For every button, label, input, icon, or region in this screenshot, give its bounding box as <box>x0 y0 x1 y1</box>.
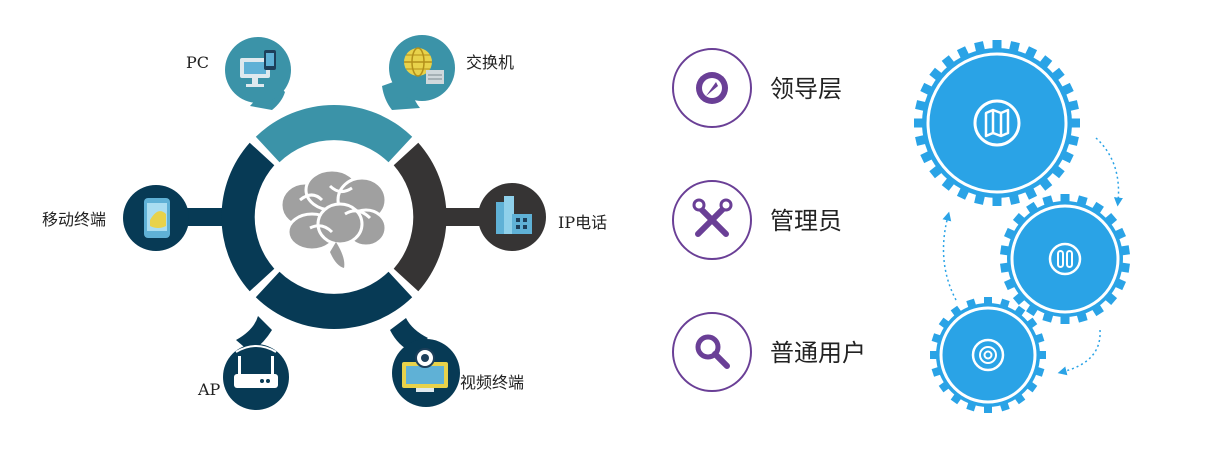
node-label-pc: PC <box>186 53 209 72</box>
ip-phone-icon <box>496 196 532 234</box>
flow-arrow-3 <box>942 211 957 301</box>
computer-icon <box>240 50 276 87</box>
mobile-icon <box>144 198 170 238</box>
node-mobile <box>123 185 189 251</box>
role-list: 领导层 管理员 普通用户 <box>672 48 866 392</box>
role-label: 管理员 <box>770 207 842 235</box>
chain-icon <box>1057 250 1073 268</box>
node-label-ap: AP <box>197 380 221 399</box>
flow-arrow-2 <box>1057 329 1101 376</box>
ring-segment-right <box>393 142 447 292</box>
flow-arrow-1 <box>1095 137 1123 207</box>
role-item-leadership: 领导层 <box>672 48 842 128</box>
gear-teeth <box>930 297 1046 413</box>
node-label-mobile: 移动终端 <box>42 210 106 229</box>
ring-segment-bottom <box>255 271 413 330</box>
role-label: 普通用户 <box>770 339 866 367</box>
lifebuoy-icon <box>979 346 997 364</box>
ring-segment-top <box>255 104 413 163</box>
switch-globe-icon <box>404 47 444 84</box>
map-icon <box>984 108 1010 138</box>
node-ap <box>223 344 289 410</box>
gear-small <box>930 297 1046 413</box>
ring-segment-left <box>221 142 275 292</box>
node-pc <box>225 37 291 103</box>
router-icon <box>234 345 278 388</box>
network-hub: PC 交换机 <box>42 35 607 410</box>
ap-connector <box>236 316 272 352</box>
compass-icon <box>696 72 728 104</box>
node-ipphone <box>478 183 546 251</box>
gear-medium <box>1000 194 1130 324</box>
brain-folds <box>299 184 372 234</box>
node-label-video: 视频终端 <box>460 373 524 392</box>
node-label-ipphone: IP电话 <box>558 213 607 232</box>
role-label: 领导层 <box>770 75 842 103</box>
search-icon <box>695 334 730 369</box>
node-label-switch: 交换机 <box>466 53 514 72</box>
gear-large <box>914 40 1080 206</box>
role-ring <box>672 312 752 392</box>
tools-icon <box>692 198 733 237</box>
node-video <box>392 339 460 407</box>
node-switch <box>389 35 455 101</box>
video-terminal-icon <box>402 348 448 392</box>
role-item-admin: 管理员 <box>672 180 842 260</box>
gear-cluster <box>914 40 1130 413</box>
role-item-user: 普通用户 <box>672 312 866 392</box>
